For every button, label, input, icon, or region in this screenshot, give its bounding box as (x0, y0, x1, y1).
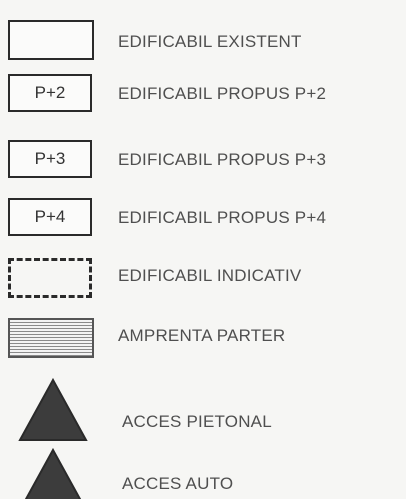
legend-label-indicativ: EDIFICABIL INDICATIV (118, 266, 302, 285)
legend-label-propus-p3: EDIFICABIL PROPUS P+3 (118, 150, 327, 169)
legend-label-acces-pietonal: ACCES PIETONAL (122, 412, 272, 431)
legend-label-amprenta: AMPRENTA PARTER (118, 326, 286, 345)
tagged-rectangle-symbol-p2: P+2 (8, 74, 92, 112)
symbol-tag-p4: P+4 (34, 207, 66, 226)
tagged-rectangle-symbol-p3: P+3 (8, 140, 92, 178)
legend-label-propus-p2: EDIFICABIL PROPUS P+2 (118, 84, 327, 103)
legend-label-existent: EDIFICABIL EXISTENT (118, 32, 302, 51)
dashed-rectangle-symbol (8, 258, 92, 298)
triangle-symbol-pietonal (18, 377, 88, 441)
symbol-tag-p2: P+2 (34, 83, 66, 102)
solid-rectangle-symbol (8, 20, 94, 60)
triangle-symbol-auto (24, 447, 82, 499)
symbol-tag-p3: P+3 (34, 149, 66, 168)
legend-label-acces-auto: ACCES AUTO (122, 474, 234, 493)
tagged-rectangle-symbol-p4: P+4 (8, 198, 92, 236)
hatched-rectangle-symbol (8, 318, 94, 358)
legend-label-propus-p4: EDIFICABIL PROPUS P+4 (118, 208, 327, 227)
